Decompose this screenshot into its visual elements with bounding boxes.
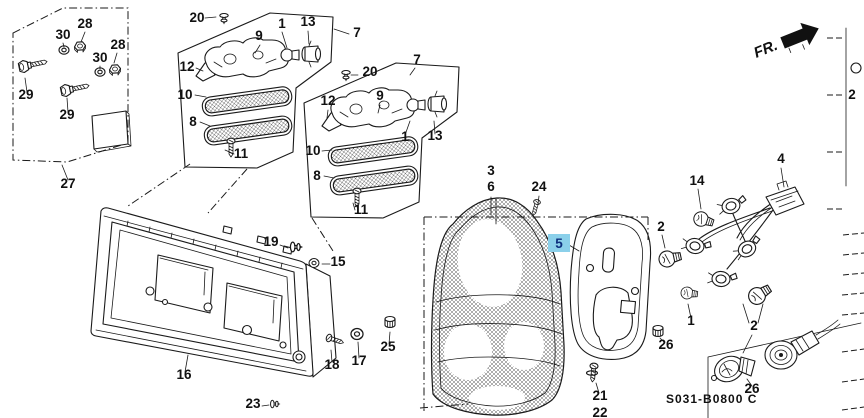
part-label-12: 12 <box>179 59 194 74</box>
part-label-6: 6 <box>487 179 495 194</box>
part-label-30: 30 <box>55 27 70 42</box>
part-label-25: 25 <box>380 339 396 354</box>
bulb-14-drawing <box>691 209 716 231</box>
part-label-16: 16 <box>176 367 192 382</box>
grommet-15-drawing <box>308 258 320 268</box>
part-label-10: 10 <box>305 143 320 158</box>
part-label-2: 2 <box>848 87 856 102</box>
fr-label: FR. <box>751 37 780 62</box>
part-label-26: 26 <box>658 337 674 352</box>
part-label-8: 8 <box>313 168 321 183</box>
part-label-11: 11 <box>354 202 369 217</box>
part-label-9: 9 <box>376 88 384 103</box>
fr-direction-arrow: FR. <box>751 22 819 62</box>
part-label-13: 13 <box>427 128 443 143</box>
part-label-19: 19 <box>263 234 278 249</box>
nut-25-drawing <box>384 315 396 329</box>
part-label-20: 20 <box>189 10 204 25</box>
part-label-1: 1 <box>401 129 409 144</box>
connector-4-drawing <box>765 186 805 216</box>
part-label-3: 3 <box>487 163 495 178</box>
part-label-12: 12 <box>320 93 335 108</box>
taillight-lens-3-6-drawing <box>430 197 565 416</box>
part-label-1: 1 <box>687 313 695 328</box>
clip-20-drawing <box>341 69 351 83</box>
gasket-5-drawing <box>569 213 652 360</box>
part-label-14: 14 <box>689 173 705 188</box>
part-label-18: 18 <box>324 357 340 372</box>
fr-arrow-icon <box>780 22 819 49</box>
part-label-10: 10 <box>177 87 192 102</box>
part-label-29: 29 <box>59 107 74 122</box>
part-label-24: 24 <box>531 179 547 194</box>
part-label-27: 27 <box>60 176 75 191</box>
bolt-29-drawing <box>17 55 49 74</box>
bolt-29-drawing <box>59 79 91 98</box>
right-edge-cutoff <box>827 27 864 411</box>
bulb-2-drawing <box>656 247 683 270</box>
nut-28-drawing <box>73 41 87 53</box>
part-label-2: 2 <box>750 318 758 333</box>
hardware-kit-box-27 <box>12 7 132 163</box>
part-label-4: 4 <box>777 151 785 166</box>
part-label-22: 22 <box>592 405 607 418</box>
pad-drawing <box>91 110 129 150</box>
part-label-7: 7 <box>353 25 361 40</box>
harness-4-drawing <box>656 180 805 309</box>
part-label-11: 11 <box>234 146 249 161</box>
part-label-23: 23 <box>245 396 261 411</box>
part-label-30: 30 <box>92 50 107 65</box>
part-label-1: 1 <box>278 16 286 31</box>
leader-lines <box>24 16 785 407</box>
part-label-7: 7 <box>413 52 421 67</box>
part-label-28: 28 <box>77 16 93 31</box>
socket-detail-box <box>707 319 862 418</box>
part-label-13: 13 <box>300 14 316 29</box>
grommet-17-drawing <box>350 327 364 341</box>
part-label-8: 8 <box>189 114 197 129</box>
garnish-16-drawing <box>90 207 337 378</box>
part-label-5: 5 <box>555 236 563 251</box>
part-label-2: 2 <box>657 219 665 234</box>
part-label-20: 20 <box>362 64 377 79</box>
part-label-17: 17 <box>351 353 366 368</box>
clip-23-drawing <box>270 399 281 409</box>
part-label-15: 15 <box>330 254 346 269</box>
clip-20-drawing <box>219 12 229 26</box>
assembly-lines <box>127 163 649 412</box>
highlighted-callout-bg <box>548 234 570 252</box>
nut-28-drawing <box>108 64 122 76</box>
part-label-29: 29 <box>18 87 33 102</box>
part-label-28: 28 <box>110 37 126 52</box>
part-label-21: 21 <box>592 388 608 403</box>
part-label-26: 26 <box>744 381 760 396</box>
diagram-code: S031-B0800 C <box>666 392 757 406</box>
part-label-9: 9 <box>255 28 263 43</box>
nut-26-drawing <box>652 324 664 338</box>
clip-19-drawing <box>289 241 304 253</box>
bulb-1-drawing <box>679 285 699 301</box>
bulb-2-drawing <box>744 280 775 309</box>
